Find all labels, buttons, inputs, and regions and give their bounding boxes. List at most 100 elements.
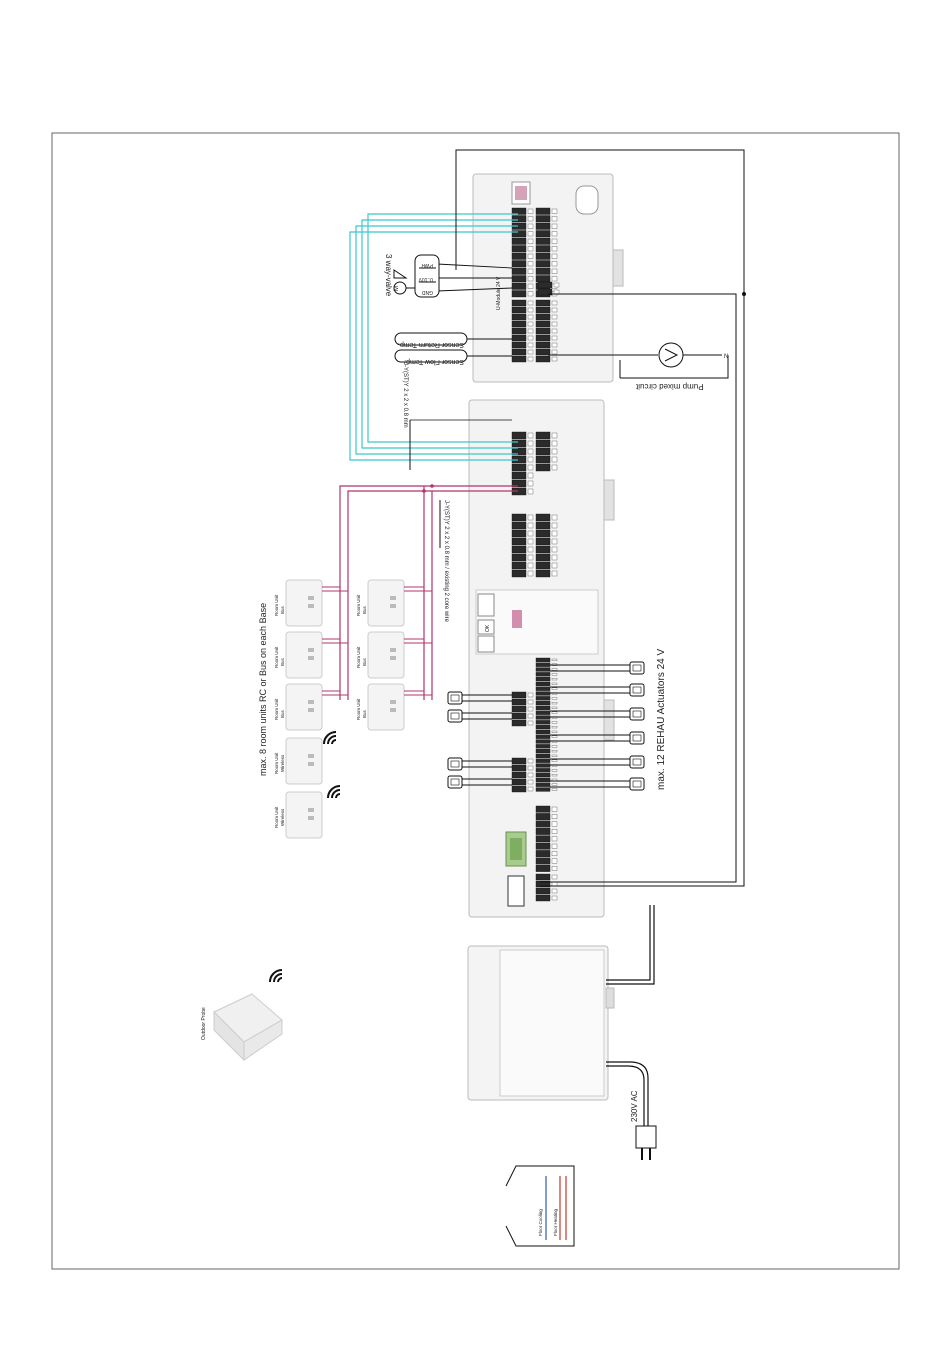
actuator-head [450,760,460,768]
base-terminal [511,712,527,720]
u-module-terminal-screw [551,342,558,348]
base-terminal [535,431,551,440]
base-terminal-screw [551,888,558,894]
u-module-terminal [535,355,551,363]
base-terminal-screw [551,829,558,834]
base-terminal [535,873,551,881]
u-module-terminal [535,207,551,215]
base-terminal [535,569,551,578]
base-terminal [535,521,551,530]
u-module-terminal-screw [527,321,534,327]
base-terminal [535,787,551,792]
base-terminal [535,835,551,843]
base-terminal-screw [551,851,558,857]
base-terminal [535,805,551,813]
base-terminal [511,691,527,699]
u-module-terminal-screw [551,314,558,320]
base-terminal-screw [551,697,558,700]
base-terminal-screw [527,570,534,577]
actuator-head [632,710,642,718]
base-terminal-screw [551,754,558,757]
room-unit-button [390,700,396,704]
u-module-terminal [511,275,527,283]
u-module-terminal [535,299,551,307]
base-terminal-screw [527,706,534,712]
room-unit-type: Bus [280,605,285,614]
u-module-terminal-screw [551,223,558,229]
cable-label-module: J-Y(ST)Y 2 x 2 x 0.8 mm [402,362,408,428]
base-terminal-screw [551,522,558,529]
base-terminal [535,447,551,456]
u-module-terminal-screw [527,276,534,282]
room-unit [367,683,405,731]
u-module-terminal-screw [553,282,560,288]
room-unit-label: Room Unit [356,646,361,668]
base-terminal-screw [551,821,558,827]
base-terminal-screw [551,538,558,545]
u-module-terminal [511,267,527,275]
base-terminal-screw [551,440,558,447]
u-module-terminal-screw [551,349,558,355]
base-terminal-screw [551,806,558,812]
base-terminal [535,672,551,677]
cable-label-bus: J-Y(ST)Y 2 x 2 x 0.8 mm / existing 2 cor… [443,500,449,623]
base-terminal [535,463,551,472]
bus-wire [339,485,518,700]
base-terminal [535,439,551,448]
base-terminal [535,720,551,725]
base-terminal-screw [551,783,558,786]
actuator-head [632,664,642,672]
base-terminal [535,813,551,821]
room-unit-type: Bus [362,605,367,614]
sensor-return-label: Sensor Return Temp. [398,341,464,348]
sensor-bus-wire [361,219,518,449]
base-terminal [535,887,551,895]
base-terminal-screw [551,678,558,681]
base-terminal-screw [551,881,558,887]
base-terminal [511,471,527,480]
sensor-flow [394,349,512,363]
sensor-flow-label: Sensor Flow Temp. [404,358,464,365]
base-terminal-screw [551,730,558,733]
u-module-terminal [535,320,551,328]
wireless-icon [327,785,341,799]
base-terminal [535,691,551,696]
base-terminal [511,513,527,522]
u-module-terminal [511,320,527,328]
base-terminal-screw [551,687,558,690]
wireless-icon [269,969,283,983]
base-terminal [511,778,527,786]
base-terminal-screw [551,745,558,748]
u-module-terminal [537,281,553,289]
u-module-terminal-screw [551,231,558,237]
u-module-terminal [511,290,527,298]
base-terminal-screw [527,562,534,569]
u-module-terminal-screw [527,328,534,334]
base-terminal [511,553,527,562]
u-module-terminal-screw [553,289,560,295]
floor-cooling-label: Floor Cooling [538,1209,543,1236]
base-terminal-screw [551,874,558,880]
valve-wire [436,287,513,292]
u-module-terminal-screw [551,328,558,334]
sensor-bus-wire [355,225,518,455]
actuator-head [450,778,460,786]
base-terminal [535,553,551,562]
base-terminal-screw [527,720,534,726]
u-module-terminal-screw [527,268,534,274]
u-module-terminal [535,267,551,275]
u-module-terminal [511,282,527,290]
u-module-terminal-screw [551,268,558,274]
actuator-head [632,686,642,694]
module-link-cable [455,149,745,887]
room-unit-button [308,816,314,820]
three-way-valve [393,254,440,298]
valve-pin-signal: 0..10V [418,276,433,282]
room-unit-button [390,708,396,712]
room-unit-label: Room Unit [274,752,279,774]
base-terminal-screw [551,570,558,577]
u-module-terminal-screw [527,335,534,341]
base-terminal-screw [527,440,534,447]
u-module-terminal-screw [551,300,558,306]
base-terminal [535,696,551,701]
